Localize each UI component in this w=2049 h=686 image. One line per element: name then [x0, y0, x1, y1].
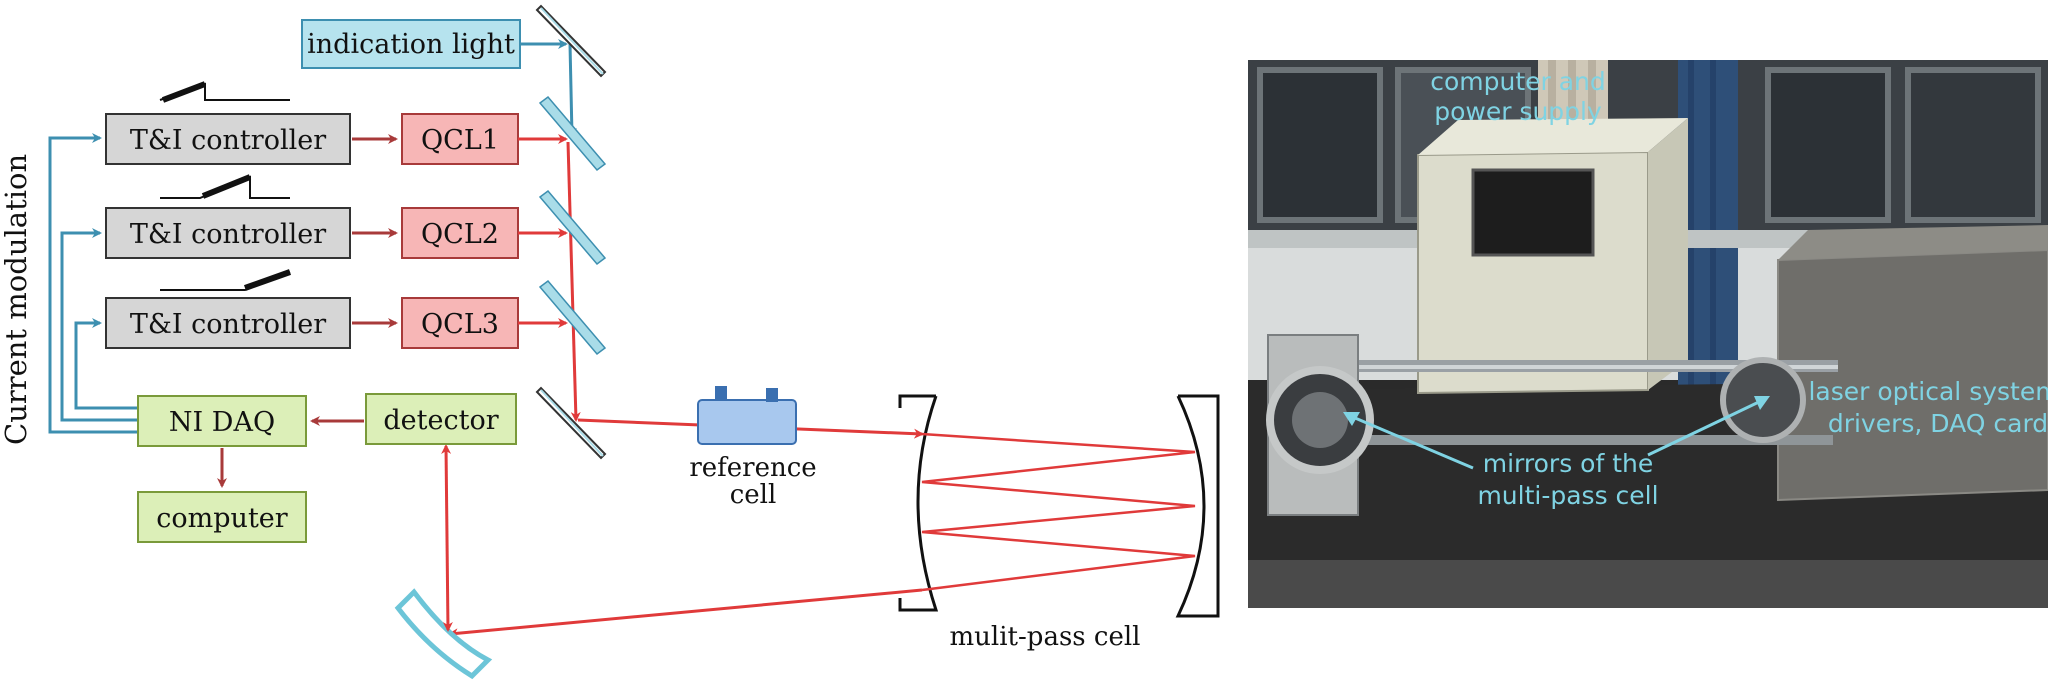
- instrument-photo: computer and power supply laser optical …: [1248, 60, 2048, 608]
- focusing-mirror: [398, 592, 488, 676]
- return-beam: [450, 590, 922, 634]
- indication-light-label: indication light: [307, 29, 515, 60]
- qcl-1: QCL1: [402, 114, 518, 164]
- drive-arrows: [352, 139, 396, 323]
- photo-label-mirrors-line1: mirrors of the: [1483, 449, 1653, 478]
- qcl-2-label: QCL2: [421, 219, 499, 250]
- controller-1: T&I controller: [106, 114, 350, 164]
- beam-to-detector: [446, 446, 448, 630]
- detector: detector: [366, 394, 516, 444]
- indication-light: indication light: [302, 20, 520, 68]
- qcl-2: QCL2: [402, 208, 518, 258]
- controller-3: T&I controller: [106, 298, 350, 348]
- multipass-cell: mulit-pass cell: [900, 396, 1218, 652]
- controller-2: T&I controller: [106, 208, 350, 258]
- modulation-lines: [50, 138, 138, 432]
- controller-3-label: T&I controller: [130, 309, 326, 340]
- multipass-cell-label: mulit-pass cell: [950, 622, 1141, 652]
- computer-box: computer: [138, 492, 306, 542]
- controller-2-label: T&I controller: [130, 219, 326, 250]
- qcl-1-label: QCL1: [421, 125, 499, 156]
- qcl-3-label: QCL3: [421, 309, 499, 340]
- ni-daq: NI DAQ: [138, 396, 306, 446]
- photo-label-mirrors-line2: multi-pass cell: [1477, 481, 1658, 510]
- reference-cell-label-line1: reference: [689, 453, 816, 483]
- detector-label: detector: [383, 405, 498, 436]
- setup-schematic: Current modulation T&I controller T&I co…: [0, 0, 1245, 686]
- controller-1-label: T&I controller: [130, 125, 326, 156]
- photo-label-laser-line2: drivers, DAQ card: [1828, 409, 2048, 438]
- qcl-3: QCL3: [402, 298, 518, 348]
- mirror-bottom: [537, 388, 605, 458]
- computer-label: computer: [156, 503, 287, 534]
- combined-beam-down: [568, 142, 576, 420]
- reference-cell-label-line2: cell: [730, 480, 777, 510]
- current-modulation-label: Current modulation: [0, 154, 33, 445]
- photo-label-computer-line2: power supply: [1434, 97, 1602, 126]
- instrument-photo-drawing: computer and power supply laser optical …: [1248, 60, 2048, 608]
- multipass-beam-path: [922, 434, 1195, 590]
- reference-cell: reference cell: [689, 386, 816, 510]
- photo-label-computer-line1: computer and: [1430, 67, 1606, 96]
- ni-daq-label: NI DAQ: [169, 407, 275, 438]
- photo-label-laser-line1: laser optical system,: [1808, 377, 2048, 406]
